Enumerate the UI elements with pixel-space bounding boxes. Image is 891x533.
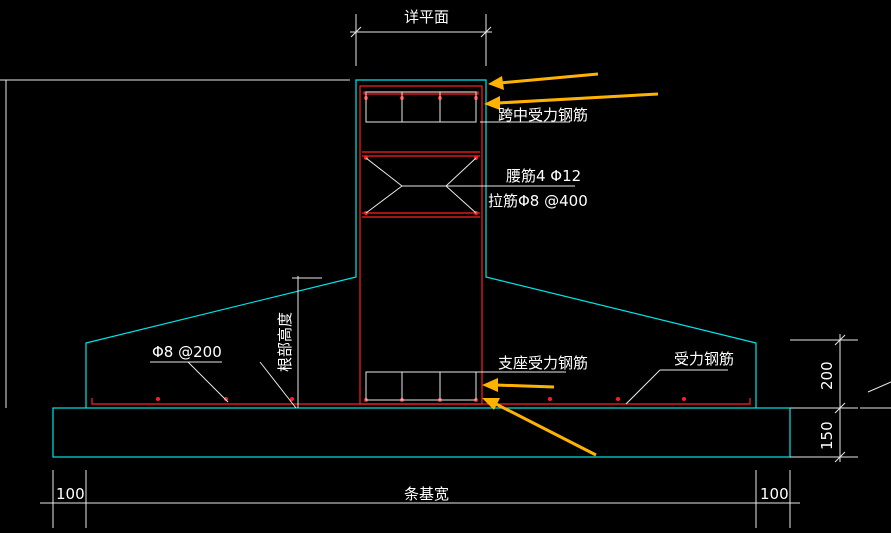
dim-100-right-label: 100 (760, 485, 789, 503)
level-mark (867, 381, 891, 393)
bar-dot (682, 397, 686, 401)
dim-tick (350, 26, 362, 38)
arrow-support-1 (495, 383, 555, 389)
support-box (365, 371, 477, 401)
tie (365, 185, 403, 214)
stirrup-label: Φ8 @200 (152, 343, 222, 361)
dim-200-label: 200 (818, 361, 836, 390)
leader (187, 361, 229, 403)
leader (259, 361, 297, 409)
tie (445, 185, 477, 214)
dim-tick (834, 402, 846, 414)
footing-left-slope (85, 79, 757, 408)
arrowhead (482, 398, 500, 410)
mid-span-steel-label: 跨中受力钢筋 (498, 106, 588, 124)
dim-tick (834, 334, 846, 346)
bar-dot (156, 397, 160, 401)
bar-dot (224, 397, 228, 401)
strip-width-label: 条基宽 (404, 485, 449, 503)
leader (625, 369, 661, 405)
rebar-dots (156, 96, 686, 402)
bottom-main-steel (91, 398, 751, 405)
dim-tick (834, 451, 846, 463)
support-steel-label: 支座受力钢筋 (498, 354, 588, 372)
main-steel-label: 受力钢筋 (674, 350, 734, 368)
bar-dot (548, 397, 552, 401)
base-slab-outline (52, 407, 791, 458)
bar-dot (616, 397, 620, 401)
dim-100-left-label: 100 (56, 485, 85, 503)
root-height-label: 根部高度 (276, 312, 294, 372)
arrowhead (482, 378, 498, 392)
tie (445, 157, 477, 187)
beam-stirrup (359, 85, 483, 405)
arrow-support-2 (495, 402, 597, 457)
arrow-top-1 (499, 72, 599, 85)
highlight-arrows (482, 72, 659, 457)
dim-150-label: 150 (818, 421, 836, 450)
mid-span-box (365, 91, 477, 123)
arrowhead (488, 76, 504, 90)
width-label: 详平面 (404, 8, 449, 26)
tie-steel-label: 拉筋Φ8 @400 (488, 192, 588, 210)
arrow-top-2 (497, 92, 659, 105)
tie (365, 157, 403, 187)
annotation-lines (0, 14, 891, 528)
arrowhead (484, 96, 500, 110)
dim-tick (480, 26, 492, 38)
waist-steel-label: 腰筋4 Φ12 (506, 167, 581, 185)
concrete-outline (52, 79, 791, 458)
bar-dot (290, 397, 294, 401)
